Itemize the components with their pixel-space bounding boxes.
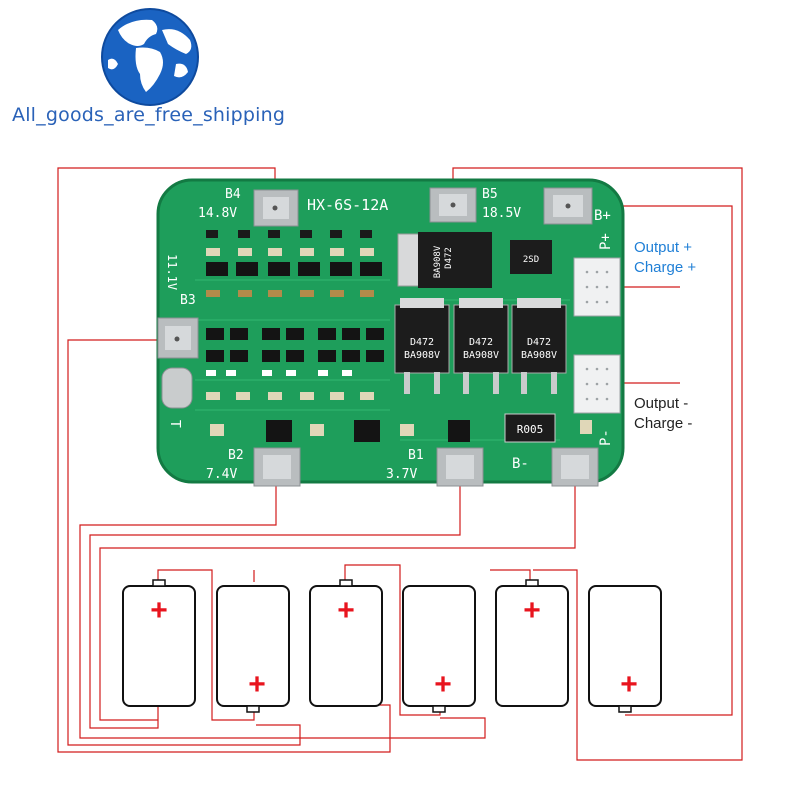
pad-b2 xyxy=(253,447,301,487)
wire-b1 xyxy=(89,470,461,729)
pad-b5-label: B5 xyxy=(482,187,498,202)
wire-b2 xyxy=(79,470,486,739)
mosfet-3-line2: BA908V xyxy=(521,350,557,361)
wire-link-1 xyxy=(157,569,255,721)
battery-cell: + xyxy=(588,585,662,713)
battery-terminal xyxy=(525,579,539,587)
pad-pplus-label: P+ xyxy=(598,233,614,250)
battery-terminal xyxy=(432,705,446,713)
thermistor-mark: T xyxy=(167,420,182,428)
globe-logo xyxy=(101,8,199,106)
pad-b5-voltage: 18.5V xyxy=(482,206,521,221)
battery-cell: + xyxy=(309,579,383,707)
mosfet-2: D472 BA908V xyxy=(453,298,509,394)
battery-cell: + xyxy=(402,585,476,713)
battery-plus-icon: + xyxy=(150,594,168,627)
battery-plus-icon: + xyxy=(620,668,638,701)
pad-b1-label: B1 xyxy=(408,448,424,463)
smd-grid xyxy=(206,230,592,442)
output-minus-label: Output - Charge - xyxy=(634,394,692,434)
mosfet-1-line2: BA908V xyxy=(404,350,440,361)
wire-bplus xyxy=(570,205,733,716)
pad-pplus xyxy=(573,257,621,317)
resistor-label: R005 xyxy=(517,423,544,436)
pad-b3-voltage: 11.1V xyxy=(165,254,179,290)
battery-plus-icon: + xyxy=(523,594,541,627)
pad-bminus xyxy=(551,447,599,487)
pad-b3 xyxy=(157,317,199,359)
wires xyxy=(57,167,743,761)
mosfet-top-line1: D472 xyxy=(444,247,454,269)
pad-pminus-label: P- xyxy=(598,429,614,446)
battery-plus-icon: + xyxy=(434,668,452,701)
charge-minus-line2: Charge - xyxy=(634,415,693,432)
pad-bminus-label: B- xyxy=(512,456,529,472)
battery-terminal xyxy=(339,579,353,587)
wire-b5 xyxy=(452,167,743,761)
battery-plus-icon: + xyxy=(248,668,266,701)
pad-bplus xyxy=(543,187,593,225)
battery-terminal xyxy=(152,579,166,587)
mosfet-top: D472 BA908V xyxy=(397,232,492,288)
wire-link-3 xyxy=(344,564,441,716)
shunt-resistor: R005 xyxy=(504,413,556,443)
wire-b4 xyxy=(57,167,391,753)
pcb-board: D472 BA908V 2SD D472 BA908V D472 BA908V xyxy=(156,178,625,487)
mosfet-2-line2: BA908V xyxy=(463,350,499,361)
thermistor-pad xyxy=(161,367,193,409)
charge-plus-line2: Charge + xyxy=(634,259,697,276)
output-minus-line1: Output - xyxy=(634,395,689,412)
battery-cell: + xyxy=(216,585,290,713)
mosfet-3-line1: D472 xyxy=(527,337,551,348)
battery-row: + + + + + + xyxy=(122,579,662,713)
store-name: All_goods_are_free_shipping xyxy=(12,104,286,126)
output-plus-label: Output + Charge + xyxy=(634,238,696,278)
svg-text:D472: D472 xyxy=(444,247,454,269)
battery-terminal xyxy=(246,705,260,713)
mosfet-1-line1: D472 xyxy=(410,337,434,348)
pad-b1-voltage: 3.7V xyxy=(386,467,417,482)
wire-b3 xyxy=(67,339,301,746)
pad-b4 xyxy=(253,189,299,227)
pad-b3-label: B3 xyxy=(180,293,196,308)
small-chip: 2SD xyxy=(510,240,552,274)
wire-bminus xyxy=(99,470,576,721)
mosfet-2-line1: D472 xyxy=(469,337,493,348)
pad-b4-voltage: 14.8V xyxy=(198,206,237,221)
pad-b1 xyxy=(436,447,484,487)
mosfet-3: D472 BA908V xyxy=(511,298,567,394)
pad-b2-label: B2 xyxy=(228,448,244,463)
battery-terminal xyxy=(618,705,632,713)
small-chip-label: 2SD xyxy=(523,255,539,265)
wire-link-4 xyxy=(490,569,531,582)
battery-plus-icon: + xyxy=(337,594,355,627)
mosfet-1: D472 BA908V xyxy=(394,298,450,394)
mosfet-top-line2: BA908V xyxy=(433,245,443,278)
pad-b5 xyxy=(429,187,477,223)
pad-bplus-label: B+ xyxy=(594,208,611,224)
battery-cell: + xyxy=(122,579,196,707)
battery-cell: + xyxy=(495,579,569,707)
pad-b4-label: B4 xyxy=(225,187,241,202)
pad-b2-voltage: 7.4V xyxy=(206,467,237,482)
pad-pminus xyxy=(573,354,621,414)
output-plus-line1: Output + xyxy=(634,239,692,256)
board-model: HX-6S-12A xyxy=(307,196,388,214)
